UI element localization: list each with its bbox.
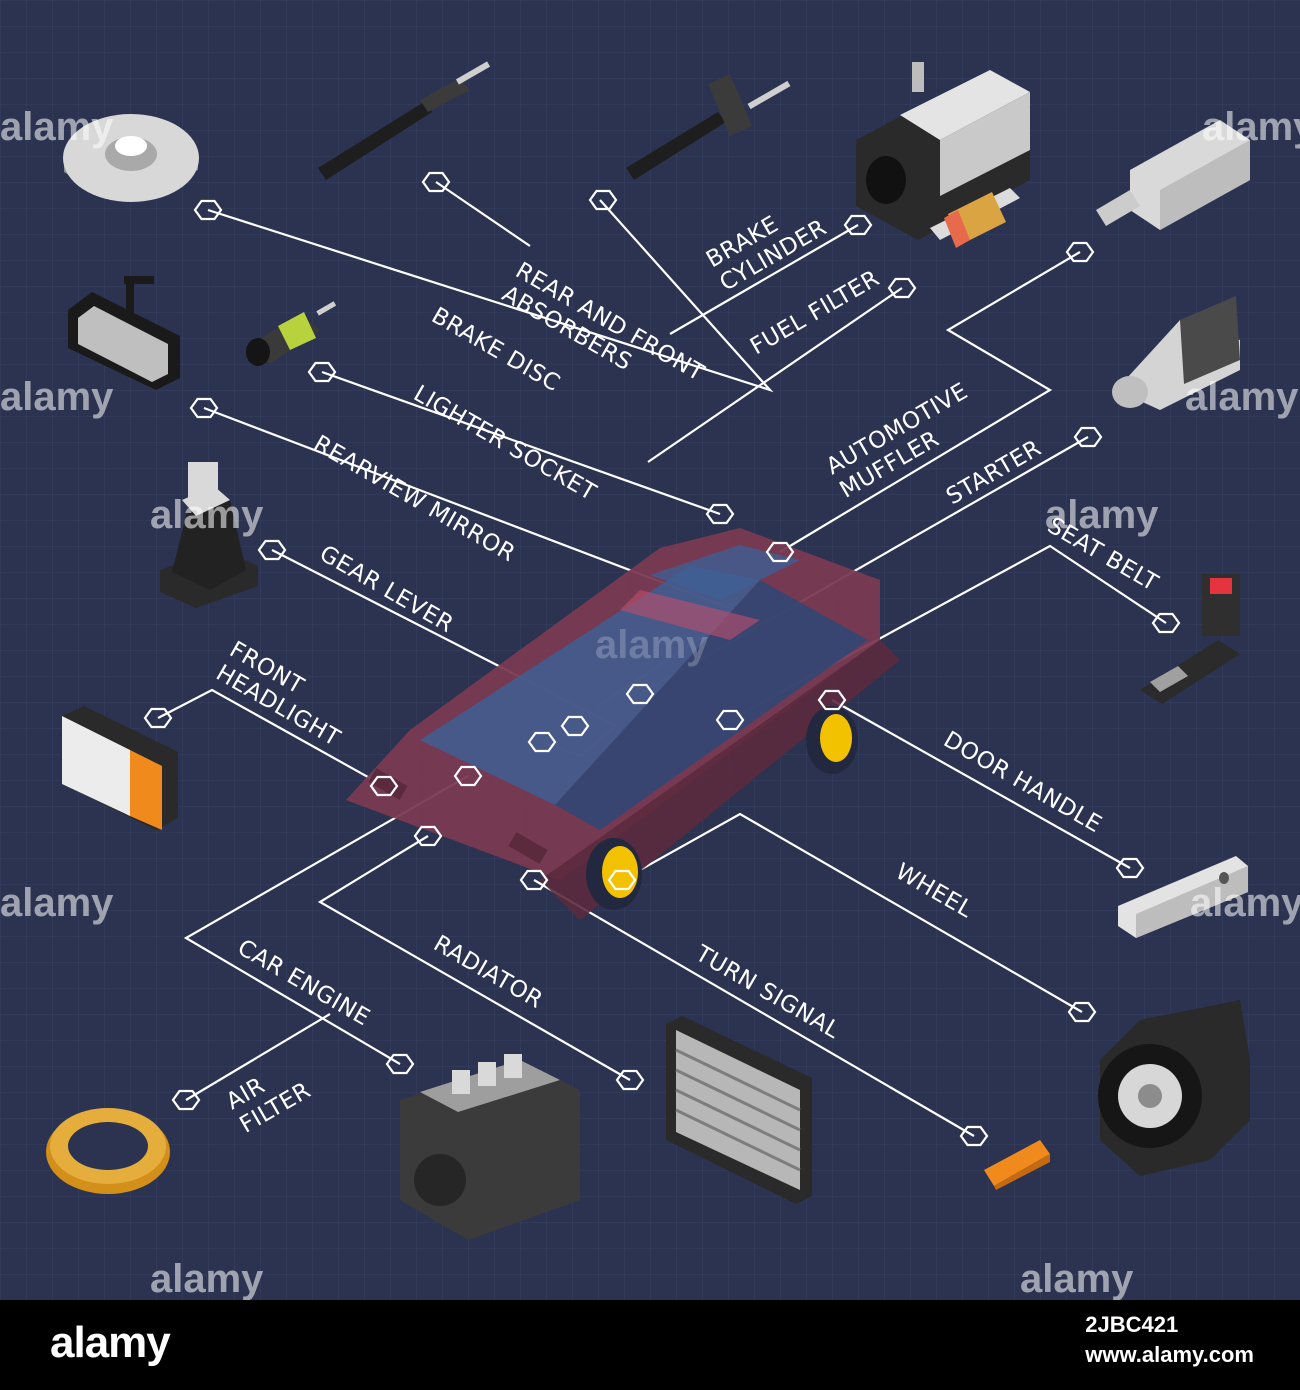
watermark: alamy	[595, 623, 709, 667]
footer-url: www.alamy.com	[1085, 1342, 1254, 1367]
headlight-icon	[62, 706, 178, 830]
rearview-mirror-icon	[68, 276, 180, 390]
door-handle-icon	[1118, 856, 1248, 938]
footer: alamy 2JBC421 www.alamy.com	[0, 1300, 1300, 1390]
watermark: alamy	[150, 1257, 264, 1300]
air-filter-icon	[46, 1108, 170, 1194]
watermark: alamy	[0, 375, 114, 419]
car-engine-icon	[400, 1054, 580, 1240]
rear-absorber-icon	[318, 61, 491, 180]
connector-nodes	[143, 171, 1181, 1147]
muffler-icon	[1096, 120, 1250, 230]
watermark: alamy	[1185, 375, 1299, 419]
alamy-logo: alamy	[50, 1318, 171, 1367]
seat-belt-icon	[1140, 574, 1240, 704]
radiator-icon	[666, 1016, 812, 1204]
watermark: alamy	[1045, 493, 1159, 537]
fuel-filter-icon	[930, 188, 1020, 248]
car-parts-flowchart: BRAKECYLINDER REAR AND FRONTABSORBERS FU…	[0, 0, 1300, 1300]
lighter-socket-icon	[246, 301, 337, 366]
wheel-icon	[1098, 1000, 1250, 1176]
front-absorber-icon	[626, 74, 791, 180]
image-id: 2JBC421	[1085, 1312, 1179, 1337]
watermark: alamy	[1020, 1257, 1134, 1300]
car-icon	[346, 528, 900, 920]
gear-lever-icon	[160, 462, 258, 608]
starter-icon	[1112, 296, 1240, 410]
watermark: alamy	[0, 881, 114, 925]
brake-disc-icon	[63, 114, 199, 202]
footer-info: 2JBC421 www.alamy.com	[1085, 1310, 1254, 1370]
watermark: alamy	[150, 493, 264, 537]
watermarks: alamy alamy alamy alamy alamy alamy alam…	[0, 105, 1300, 1300]
watermark: alamy	[1202, 105, 1300, 149]
turn-signal-icon	[984, 1140, 1050, 1190]
watermark: alamy	[1190, 881, 1300, 925]
watermark: alamy	[0, 105, 114, 149]
